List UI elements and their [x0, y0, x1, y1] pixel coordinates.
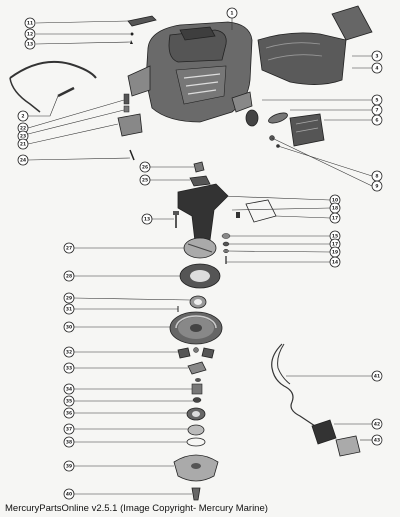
svg-text:2: 2	[21, 114, 24, 120]
callout-25: 25	[139, 174, 151, 186]
leader-lines	[27, 18, 373, 495]
svg-text:8: 8	[375, 174, 378, 180]
copyright-footer: MercuryPartsOnline v2.5.1 (Image Copyrig…	[5, 503, 268, 514]
callout-37: 37	[63, 423, 75, 435]
svg-text:26: 26	[142, 165, 148, 171]
svg-text:27: 27	[66, 246, 72, 252]
small-bolt	[173, 211, 179, 228]
callout-38: 38	[63, 436, 75, 448]
svg-text:31: 31	[66, 307, 72, 313]
svg-text:36: 36	[66, 411, 72, 417]
svg-text:32: 32	[66, 350, 72, 356]
svg-text:6: 6	[375, 118, 378, 124]
callout-6: 6	[371, 114, 383, 126]
svg-text:7: 7	[375, 108, 378, 114]
callout-14: 14	[329, 256, 341, 268]
callout-19: 19	[329, 246, 341, 258]
svg-text:34: 34	[66, 387, 72, 393]
callout-9: 9	[371, 180, 383, 192]
callout-32: 32	[63, 346, 75, 358]
svg-text:29: 29	[66, 296, 72, 302]
svg-text:5: 5	[375, 98, 378, 104]
svg-text:25: 25	[142, 178, 148, 184]
lower-stack	[173, 383, 219, 501]
svg-text:38: 38	[66, 440, 72, 446]
callout-34: 34	[63, 383, 75, 395]
top-bracket-part	[127, 15, 157, 44]
svg-text:17: 17	[332, 216, 338, 222]
callout-26: 26	[139, 161, 151, 173]
svg-text:33: 33	[66, 366, 72, 372]
side-decal-panel	[257, 5, 373, 85]
svg-text:28: 28	[66, 274, 72, 280]
callout-41: 41	[371, 370, 383, 382]
callout-5: 5	[371, 94, 383, 106]
svg-text:42: 42	[374, 422, 380, 428]
svg-text:19: 19	[332, 250, 338, 256]
svg-text:37: 37	[66, 427, 72, 433]
svg-text:22: 22	[20, 126, 26, 132]
svg-text:13: 13	[144, 217, 150, 223]
callouts: 11 12 13 1 3 4 5 7 6 8 9 2 22 23 21 24 2…	[17, 7, 383, 500]
callout-3: 3	[371, 50, 383, 62]
svg-text:40: 40	[66, 492, 72, 498]
small-washers	[221, 233, 231, 264]
callout-24: 24	[17, 154, 29, 166]
flywheel-stack	[169, 237, 223, 345]
callout-13: 13	[24, 38, 36, 50]
left-bracket-parts	[117, 93, 143, 161]
top-cowling	[127, 21, 253, 123]
callout-29: 29	[63, 292, 75, 304]
wiring-harness	[271, 343, 361, 457]
callout-36: 36	[63, 407, 75, 419]
svg-text:23: 23	[20, 134, 26, 140]
svg-text:35: 35	[66, 399, 72, 405]
svg-text:18: 18	[332, 206, 338, 212]
svg-text:24: 24	[20, 158, 26, 164]
svg-text:1: 1	[230, 11, 233, 17]
callout-17: 17	[329, 212, 341, 224]
callout-18: 18	[329, 202, 341, 214]
callout-12: 12	[24, 28, 36, 40]
callout-43: 43	[371, 434, 383, 446]
stator-clips	[177, 347, 215, 382]
svg-text:41: 41	[374, 374, 380, 380]
callout-39: 39	[63, 460, 75, 472]
callout-8: 8	[371, 170, 383, 182]
callout-40: 40	[63, 488, 75, 500]
callout-13-left: 13	[141, 213, 153, 225]
svg-text:10: 10	[332, 198, 338, 204]
callout-4: 4	[371, 62, 383, 74]
svg-text:9: 9	[375, 184, 378, 190]
callout-30: 30	[63, 321, 75, 333]
cable-loop	[9, 60, 97, 113]
callout-31: 31	[63, 303, 75, 315]
svg-text:12: 12	[27, 32, 33, 38]
callout-21: 21	[17, 138, 29, 150]
callout-42: 42	[371, 418, 383, 430]
svg-text:39: 39	[66, 464, 72, 470]
callout-35: 35	[63, 395, 75, 407]
callout-33: 33	[63, 362, 75, 374]
callout-7: 7	[371, 104, 383, 116]
starter-parts	[245, 109, 325, 148]
svg-text:11: 11	[27, 21, 33, 27]
svg-text:21: 21	[20, 142, 26, 148]
callout-1: 1	[226, 7, 238, 19]
center-nut-parts	[189, 161, 211, 187]
svg-text:14: 14	[332, 260, 338, 266]
svg-text:17: 17	[332, 242, 338, 248]
svg-text:4: 4	[375, 66, 378, 72]
svg-text:30: 30	[66, 325, 72, 331]
callout-27: 27	[63, 242, 75, 254]
svg-text:13: 13	[27, 42, 33, 48]
callout-28: 28	[63, 270, 75, 282]
svg-text:3: 3	[375, 54, 378, 60]
callout-11: 11	[24, 17, 36, 29]
svg-text:43: 43	[374, 438, 380, 444]
svg-text:15: 15	[332, 234, 338, 240]
callout-2: 2	[17, 110, 29, 122]
